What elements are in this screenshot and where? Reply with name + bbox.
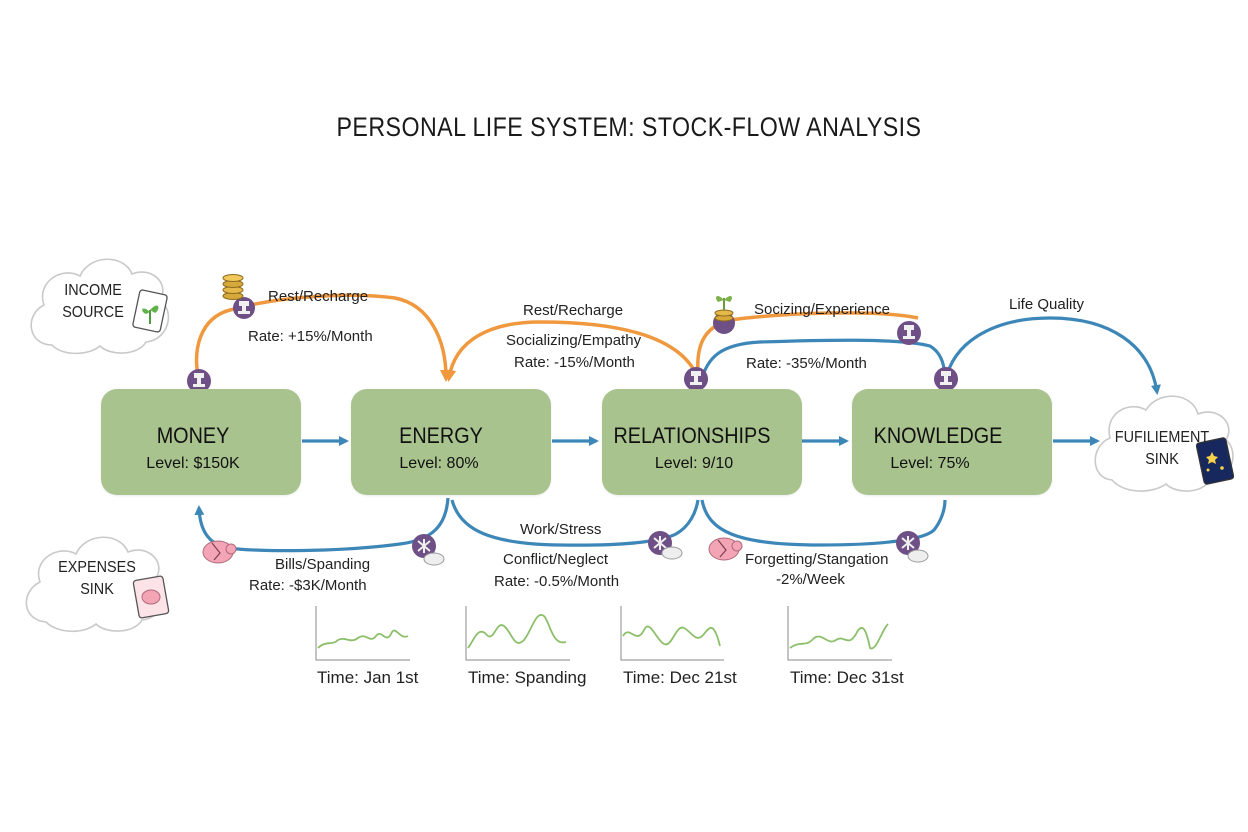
timeline-chart-1 [315, 606, 410, 661]
expenses-sink-cloud [25, 536, 166, 633]
life-quality-label: Life Quality [1009, 296, 1085, 313]
life-quality-arrow [944, 316, 1161, 395]
socializing-experience-label: Socizing/Experience [754, 301, 890, 318]
stock-name: KNOWLEDGE [873, 423, 1003, 448]
socializing-experience-rate: Rate: -35%/Month [746, 355, 867, 372]
work-stress-outflow [450, 499, 700, 547]
brain-icon [423, 552, 445, 566]
valve-icon[interactable] [187, 369, 211, 393]
bills-spending-rate: Rate: -$3K/Month [249, 577, 367, 594]
valve-icon[interactable] [233, 297, 255, 319]
stock-name: RELATIONSHIPS [613, 423, 771, 448]
piggy-bank-icon [708, 537, 743, 561]
stock-level: Level: 9/10 [654, 455, 734, 472]
stock-name: MONEY [156, 423, 230, 448]
experience-rate-arc [698, 338, 947, 387]
rest-recharge-label-2: Rest/Recharge [523, 302, 624, 319]
conflict-neglect-rate: Rate: -0.5%/Month [494, 573, 620, 590]
rest-recharge-label: Rest/Recharge [268, 288, 369, 305]
timeline-label-1: Time: Jan 1st [317, 668, 419, 687]
valve-icon[interactable] [412, 534, 436, 558]
plant-card-icon [132, 289, 168, 333]
expenses-sink-label: EXPENSES SINK [58, 559, 136, 598]
timeline-chart-2 [465, 606, 570, 661]
forgetting-stagnation-rate: -2%/Week [776, 571, 845, 588]
income-source-label: INCOME SOURCE [62, 282, 124, 321]
fulfillment-sink-label: FUFILIEMENT SINK [1114, 429, 1210, 468]
income-source-cloud [30, 258, 170, 355]
timeline-label-4: Time: Dec 31st [790, 668, 904, 687]
valve-icon[interactable] [684, 367, 708, 391]
forgetting-outflow [700, 499, 947, 547]
bills-spending-label: Bills/Spanding [275, 556, 371, 573]
valve-icon[interactable] [897, 321, 921, 345]
brain-icon [661, 546, 683, 560]
forgetting-stagnation-label: Forgetting/Stangation [745, 551, 889, 568]
timeline-chart-4 [787, 606, 892, 661]
rest-recharge-inflow-arrow [194, 293, 452, 382]
valve-icon[interactable] [896, 531, 920, 555]
experience-inflow-arrow [696, 311, 919, 373]
socializing-empathy-rate: Rate: -15%/Month [514, 354, 635, 371]
bills-outflow-arrow [194, 497, 450, 553]
stock-level: Level: 80% [399, 455, 479, 472]
stock-level: Level: $150K [146, 455, 240, 472]
valve-icon[interactable] [934, 367, 958, 391]
coin-stack-icon [222, 274, 244, 300]
stock-relationships[interactable]: RELATIONSHIPS Level: 9/10 [602, 389, 802, 495]
work-stress-label: Work/Stress [520, 521, 602, 538]
conflict-neglect-label: Conflict/Neglect [503, 551, 609, 568]
timeline-label-2: Time: Spanding [468, 668, 587, 687]
timeline-label-3: Time: Dec 21st [623, 668, 737, 687]
stock-name: ENERGY [399, 423, 483, 448]
fulfillment-sink-cloud [1094, 395, 1234, 492]
rest-recharge-rate: Rate: +15%/Month [248, 328, 373, 345]
brain-icon [907, 549, 929, 563]
page-title: PERSONAL LIFE SYSTEM: STOCK-FLOW ANALYSI… [336, 112, 922, 142]
plant-coins-icon [714, 296, 734, 322]
stock-level: Level: 75% [890, 455, 970, 472]
piggy-card-icon [132, 575, 170, 619]
stock-money[interactable]: MONEY Level: $150K [101, 389, 301, 495]
socializing-empathy-label: Socializing/Empathy [506, 332, 642, 349]
timeline-chart-3 [620, 606, 724, 661]
piggy-bank-icon [202, 540, 237, 564]
stock-knowledge[interactable]: KNOWLEDGE Level: 75% [852, 389, 1052, 495]
socializing-inflow-arrow [444, 320, 696, 382]
stock-energy[interactable]: ENERGY Level: 80% [351, 389, 551, 495]
star-card-icon [1195, 437, 1235, 485]
